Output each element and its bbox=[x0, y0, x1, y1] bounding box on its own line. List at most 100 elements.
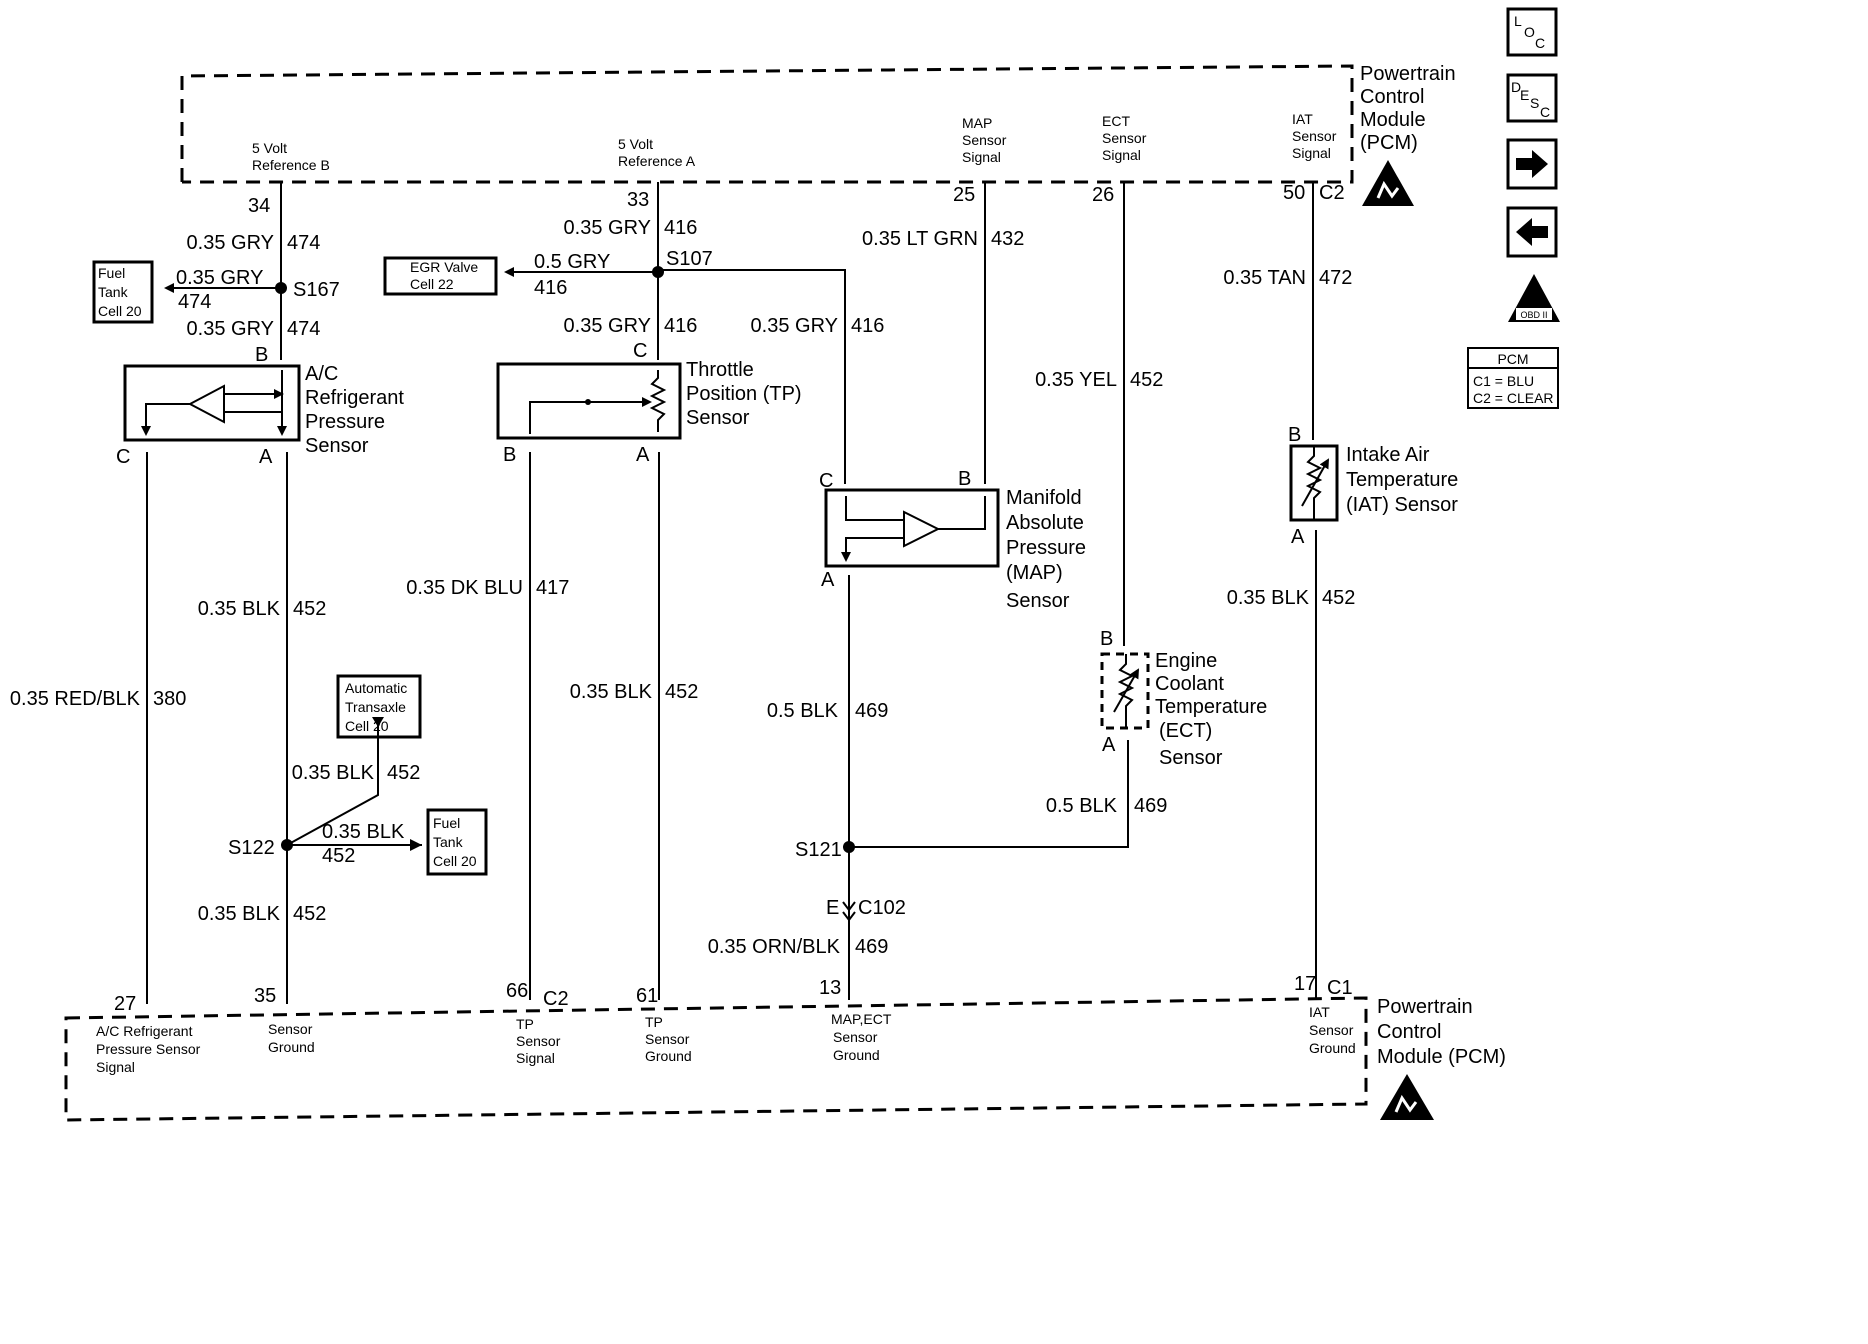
wire-circuit: 474 bbox=[178, 291, 211, 313]
wire-circuit: 474 bbox=[287, 318, 320, 340]
wire-color: 0.35 LT GRN bbox=[862, 228, 978, 250]
wire-color: 0.5 GRY bbox=[534, 251, 610, 273]
pin-label: Sensor bbox=[516, 1033, 561, 1049]
connector-pin: E bbox=[826, 897, 839, 919]
component-label: Refrigerant bbox=[305, 387, 404, 409]
ref-egr-valve[interactable]: EGR Valve Cell 22 bbox=[383, 256, 498, 296]
pin-number: 34 bbox=[248, 195, 270, 217]
next-page-icon[interactable] bbox=[1506, 138, 1558, 190]
wire-circuit: 417 bbox=[536, 577, 569, 599]
ref-fuel-tank-1[interactable]: Fuel Tank Cell 20 bbox=[92, 260, 154, 324]
svg-text:Cell 20: Cell 20 bbox=[345, 718, 389, 734]
splice-s122 bbox=[281, 839, 293, 851]
splice-s167 bbox=[275, 282, 287, 294]
pcm-top: Powertrain Control Module (PCM) 5 Volt R… bbox=[180, 63, 1456, 217]
wire-color: 0.5 BLK bbox=[767, 700, 839, 722]
wire-color: 0.35 YEL bbox=[1035, 369, 1117, 391]
wire-color: 0.35 GRY bbox=[176, 267, 263, 289]
wire-circuit: 469 bbox=[1134, 795, 1167, 817]
pin-letter: A bbox=[636, 444, 650, 466]
throttle-position-sensor: C B A Throttle Position (TP) Sensor bbox=[496, 340, 802, 466]
pin-number: 61 bbox=[636, 985, 658, 1007]
splice-s107 bbox=[652, 266, 664, 278]
pin-number: 17 bbox=[1294, 973, 1316, 995]
wire-color: 0.35 BLK bbox=[1227, 587, 1310, 609]
svg-text:O: O bbox=[1524, 24, 1535, 40]
desc-icon[interactable]: D E S C bbox=[1506, 73, 1558, 123]
pin-label: Reference B bbox=[252, 157, 330, 173]
connector-label: C102 bbox=[858, 897, 906, 919]
wire-circuit: 452 bbox=[293, 598, 326, 620]
pin-letter: B bbox=[255, 344, 268, 366]
pin-label: TP bbox=[645, 1014, 663, 1030]
pin-label: 5 Volt bbox=[618, 136, 653, 152]
component-label: Position (TP) bbox=[686, 383, 802, 405]
component-label: (MAP) bbox=[1006, 562, 1063, 584]
wire-color: 0.35 TAN bbox=[1223, 267, 1306, 289]
connector-label: C2 bbox=[1319, 182, 1345, 204]
wire-circuit: 472 bbox=[1319, 267, 1352, 289]
loc-icon[interactable]: L O C bbox=[1506, 7, 1558, 57]
component-label: Coolant bbox=[1155, 673, 1224, 695]
pin-number: 50 bbox=[1283, 182, 1305, 204]
splice-label: S107 bbox=[666, 248, 713, 270]
ref-automatic-transaxle[interactable]: Automatic Transaxle Cell 20 bbox=[336, 674, 422, 739]
pin-letter: A bbox=[1291, 526, 1305, 548]
previous-page-icon[interactable] bbox=[1506, 206, 1558, 258]
svg-text:Fuel: Fuel bbox=[98, 265, 125, 281]
iat-sensor: B A Intake Air Temperature (IAT) Sensor bbox=[1288, 424, 1458, 548]
pin-letter: B bbox=[1288, 424, 1301, 446]
pin-label: Ground bbox=[833, 1047, 880, 1063]
svg-text:L: L bbox=[1514, 13, 1522, 29]
pin-number: 33 bbox=[627, 189, 649, 211]
wire bbox=[286, 725, 379, 846]
pin-letter: B bbox=[503, 444, 516, 466]
wire-circuit: 380 bbox=[153, 688, 186, 710]
svg-text:PCM: PCM bbox=[1497, 351, 1528, 367]
wire-circuit: 452 bbox=[293, 903, 326, 925]
svg-text:C: C bbox=[1540, 104, 1550, 120]
pin-letter: A bbox=[1102, 734, 1116, 756]
pin-number: 26 bbox=[1092, 184, 1114, 206]
component-label: Engine bbox=[1155, 650, 1217, 672]
pin-label: Signal bbox=[516, 1050, 555, 1066]
svg-text:OBD II: OBD II bbox=[1520, 310, 1547, 320]
pin-letter: C bbox=[819, 470, 833, 492]
pin-label: Sensor bbox=[1292, 128, 1337, 144]
pin-number: 13 bbox=[819, 977, 841, 999]
splice-s121 bbox=[843, 841, 855, 853]
wire-color: 0.35 BLK bbox=[292, 762, 375, 784]
pcm-top-title: (PCM) bbox=[1360, 132, 1418, 154]
svg-text:Transaxle: Transaxle bbox=[345, 699, 406, 715]
pin-label: IAT bbox=[1309, 1004, 1330, 1020]
wire-circuit: 416 bbox=[534, 277, 567, 299]
pin-label: TP bbox=[516, 1016, 534, 1032]
pin-letter: B bbox=[1100, 628, 1113, 650]
pin-label: Ground bbox=[1309, 1040, 1356, 1056]
wires bbox=[146, 182, 1317, 1004]
pin-label: ECT bbox=[1102, 113, 1130, 129]
pcm-top-outline bbox=[180, 64, 1354, 184]
wire-labels: 0.35 GRY 474 0.35 GRY 474 0.35 GRY 474 0… bbox=[10, 217, 1355, 958]
wire-circuit: 452 bbox=[1130, 369, 1163, 391]
obd-ii-icon[interactable]: OBD II bbox=[1508, 274, 1560, 322]
ect-sensor: B A Engine Coolant Temperature (ECT) Sen… bbox=[1100, 628, 1267, 769]
pcm-bottom-title: Module (PCM) bbox=[1377, 1046, 1506, 1068]
component-label: (ECT) bbox=[1159, 720, 1212, 742]
splice-label: S121 bbox=[795, 839, 842, 861]
component-label: Sensor bbox=[1159, 747, 1223, 769]
wire-circuit: 474 bbox=[287, 232, 320, 254]
component-label: Temperature bbox=[1155, 696, 1267, 718]
wire-color: 0.35 BLK bbox=[198, 598, 281, 620]
connector-label: C1 bbox=[1327, 977, 1353, 999]
ref-fuel-tank-2[interactable]: Fuel Tank Cell 20 bbox=[410, 808, 488, 876]
wire-color: 0.35 GRY bbox=[564, 217, 651, 239]
pin-label: Sensor bbox=[962, 132, 1007, 148]
pin-label: Signal bbox=[962, 149, 1001, 165]
pin-label: Sensor bbox=[833, 1029, 878, 1045]
component-label: A/C bbox=[305, 363, 338, 385]
wire-circuit: 432 bbox=[991, 228, 1024, 250]
component-label: (IAT) Sensor bbox=[1346, 494, 1458, 516]
svg-text:Tank: Tank bbox=[433, 834, 464, 850]
wire-circuit: 452 bbox=[1322, 587, 1355, 609]
